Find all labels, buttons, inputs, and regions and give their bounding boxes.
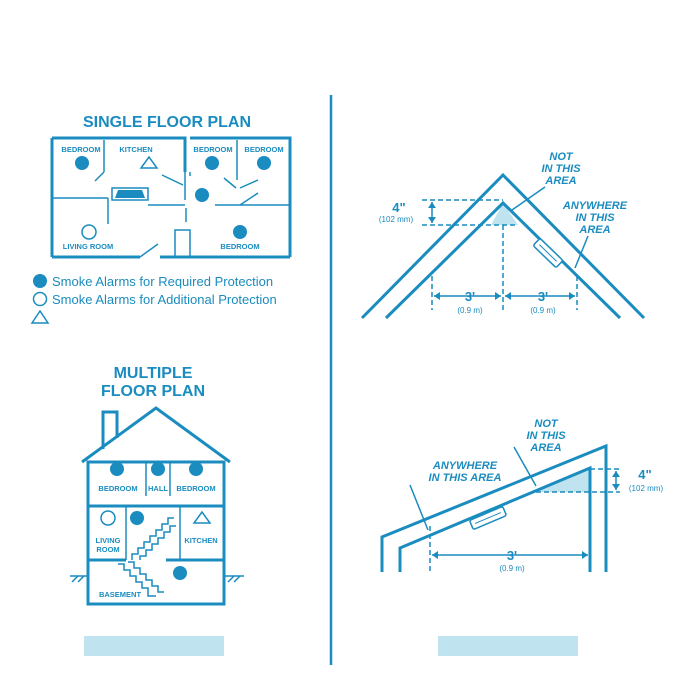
single-floor-title: SINGLE FLOOR PLAN xyxy=(83,114,251,131)
legend-additional-label: Smoke Alarms for Additional Protection xyxy=(52,292,277,307)
sloped-dim-horizontal-metric: (0.9 m) xyxy=(499,564,525,573)
required-alarm-icon xyxy=(233,225,247,239)
room-label-living-room: LIVING ROOM xyxy=(63,242,113,251)
sloped-not-area-line3: AREA xyxy=(529,442,561,454)
sloped-anywhere-line2: IN THIS AREA xyxy=(429,472,502,484)
room-label-bedroom-right: BEDROOM xyxy=(176,484,215,493)
room-label-basement: BASEMENT xyxy=(99,590,142,599)
peaked-dim-vertical-metric: (102 mm) xyxy=(379,215,414,224)
required-alarm-icon xyxy=(110,462,124,476)
not-in-area-shading xyxy=(491,203,518,225)
legend-required-label: Smoke Alarms for Required Protection xyxy=(52,274,273,289)
required-alarm-icon xyxy=(195,188,209,202)
multiple-floor-plan: MULTIPLE FLOOR PLAN xyxy=(70,365,244,606)
peaked-ceiling-diagram: NOT IN THIS AREA ANYWHERE IN THIS AREA 4… xyxy=(360,151,646,320)
single-floor-walls xyxy=(50,136,292,259)
room-label-bedroom-2: BEDROOM xyxy=(193,145,232,154)
sloped-dim-vertical-metric: (102 mm) xyxy=(629,484,664,493)
room-label-bedroom-1: BEDROOM xyxy=(61,145,100,154)
multi-floor-title-line2: FLOOR PLAN xyxy=(101,383,205,400)
required-alarm-icon xyxy=(173,566,187,580)
room-label-kitchen: KITCHEN xyxy=(119,145,152,154)
triangle-icon xyxy=(139,155,159,169)
peaked-not-area-line3: AREA xyxy=(544,175,576,187)
caption-box-right xyxy=(438,636,578,656)
room-label-hall: HALL xyxy=(148,484,168,493)
room-label-bedroom-left: BEDROOM xyxy=(98,484,137,493)
smoke-detector-icon xyxy=(469,506,507,530)
sloped-dim-horizontal: 3' xyxy=(507,548,517,563)
sloped-anywhere-line1: ANYWHERE xyxy=(432,460,498,472)
required-alarm-icon xyxy=(130,511,144,525)
triangle-icon xyxy=(192,510,212,524)
house-outline xyxy=(70,406,244,606)
sloped-ceiling-diagram: NOT IN THIS AREA ANYWHERE IN THIS AREA 4… xyxy=(380,418,664,573)
peaked-dim-left: 3' xyxy=(465,289,475,304)
room-label-living-line2: ROOM xyxy=(96,545,119,554)
additional-alarm-icon xyxy=(81,224,97,240)
caption-box-left xyxy=(84,636,224,656)
legend: Smoke Alarms for Required Protection Smo… xyxy=(30,274,277,324)
additional-alarm-icon xyxy=(32,291,48,307)
room-label-living-line1: LIVING xyxy=(95,536,120,545)
single-floor-plan: SINGLE FLOOR PLAN xyxy=(50,114,292,259)
peaked-dim-right-metric: (0.9 m) xyxy=(530,306,556,315)
additional-alarm-icon xyxy=(100,510,116,526)
sloped-not-area-line1: NOT xyxy=(534,418,559,430)
peaked-dim-left-metric: (0.9 m) xyxy=(457,306,483,315)
sloped-not-area-line2: IN THIS xyxy=(526,430,566,442)
triangle-icon xyxy=(30,309,50,324)
required-alarm-icon xyxy=(205,156,219,170)
required-alarm-icon xyxy=(257,156,271,170)
peaked-not-area-line2: IN THIS xyxy=(541,163,581,175)
required-alarm-icon xyxy=(33,274,47,288)
peaked-dim-right: 3' xyxy=(538,289,548,304)
peaked-anywhere-line1: ANYWHERE xyxy=(562,200,628,212)
peaked-anywhere-line2: IN THIS xyxy=(575,212,615,224)
sloped-dim-vertical: 4" xyxy=(638,467,651,482)
required-alarm-icon xyxy=(151,462,165,476)
smoke-detector-icon xyxy=(533,238,563,268)
peaked-dim-vertical: 4" xyxy=(392,200,405,215)
required-alarm-icon xyxy=(189,462,203,476)
room-label-bedroom-3: BEDROOM xyxy=(244,145,283,154)
multi-floor-title-line1: MULTIPLE xyxy=(114,365,193,382)
required-alarm-icon xyxy=(75,156,89,170)
peaked-anywhere-line3: AREA xyxy=(578,224,610,236)
room-label-kitchen: KITCHEN xyxy=(184,536,217,545)
room-label-bedroom-4: BEDROOM xyxy=(220,242,259,251)
peaked-not-area-line1: NOT xyxy=(549,151,574,163)
